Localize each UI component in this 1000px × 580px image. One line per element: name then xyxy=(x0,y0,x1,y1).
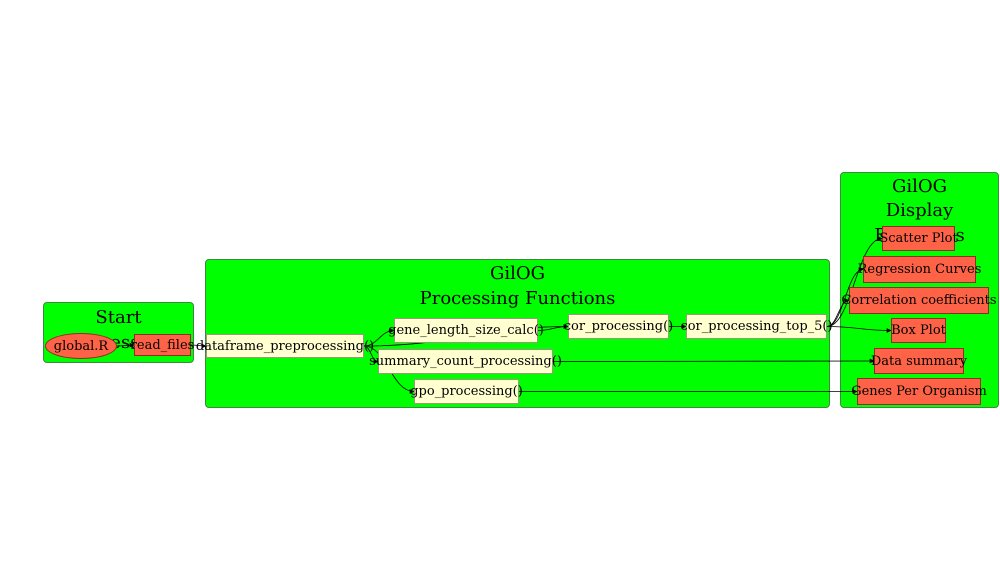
cluster-display-title-line1: GilOG xyxy=(891,176,948,197)
node-read-files[interactable]: read_files xyxy=(131,334,194,356)
node-global-r[interactable]: global.R xyxy=(45,333,117,359)
node-gpo-processing[interactable]: gpo_processing() xyxy=(410,379,523,404)
node-cor-processing-top-5[interactable]: cor_processing_top_5() xyxy=(680,314,833,339)
node-box-plot[interactable]: Box Plot xyxy=(891,318,946,343)
cluster-processing-title-line1: GilOG xyxy=(489,263,546,284)
node-scatter-plot[interactable]: Scatter Plot xyxy=(879,226,958,251)
cluster-processing-title-line2: Processing Functions xyxy=(419,288,616,309)
node-correlation-coefficients[interactable]: Correlation coefficients xyxy=(841,287,997,314)
node-genes-per-organism[interactable]: Genes Per Organism xyxy=(851,378,987,405)
node-cor-processing[interactable]: cor_processing() xyxy=(564,314,673,339)
node-data-summary[interactable]: Data summary xyxy=(871,348,967,374)
node-regression-curves[interactable]: Regression Curves xyxy=(858,256,981,283)
node-dataframe-preprocessing[interactable]: dataframe_preprocessing() xyxy=(196,334,374,358)
node-gene-length-size-calc[interactable]: gene_length_size_calc() xyxy=(388,318,544,343)
node-summary-count-processing[interactable]: summary_count_processing() xyxy=(369,349,562,374)
